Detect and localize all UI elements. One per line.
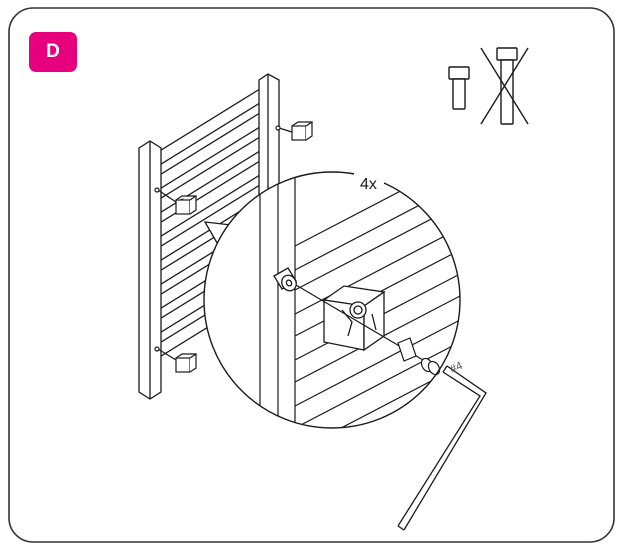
bracket-bottom-left (157, 348, 197, 373)
bracket-top-right (278, 120, 313, 141)
long-bolt-crossed-icon (480, 47, 529, 125)
step-letter: D (46, 41, 60, 62)
hex-key-size-label: #4 (448, 360, 464, 376)
magnified-detail (203, 171, 461, 429)
short-bolt-icon (448, 66, 470, 110)
hex-key (397, 365, 487, 531)
callout-backdrop (354, 172, 384, 194)
bracket-block (322, 285, 386, 352)
bolt-assembly (295, 284, 441, 376)
bracket-top-left (157, 189, 197, 215)
screw-guide (448, 47, 529, 125)
wall-brackets (154, 120, 313, 373)
quantity-callout: 4x (360, 176, 377, 193)
magnifier-ring (203, 171, 461, 429)
spacer-cylinder (273, 267, 297, 292)
step-badge: D (29, 32, 77, 72)
